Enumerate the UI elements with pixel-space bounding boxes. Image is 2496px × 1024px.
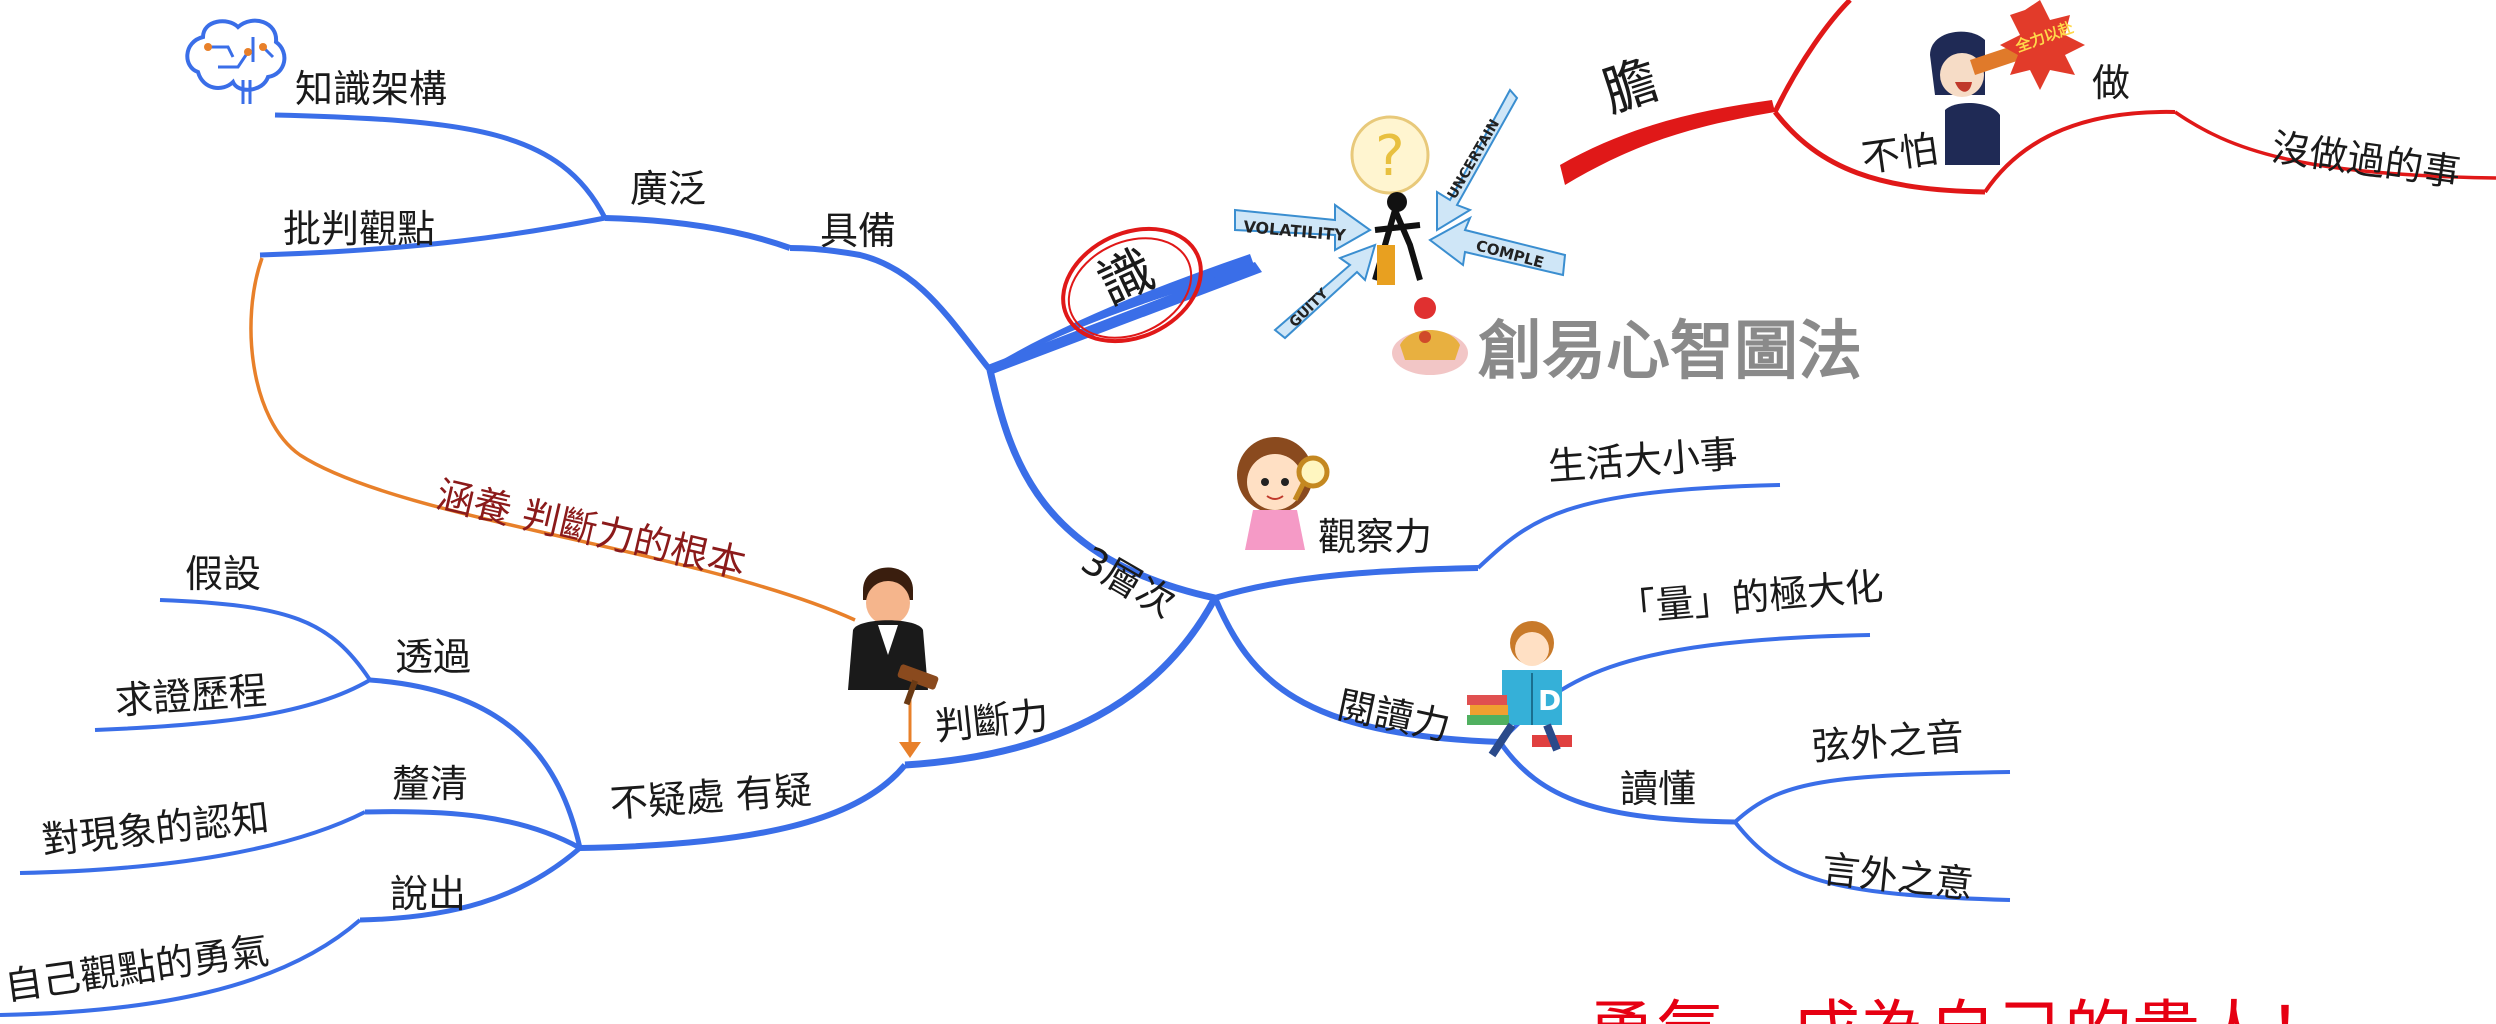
red-branch-up <box>1772 0 1852 114</box>
branch-yuedu <box>1212 596 1501 745</box>
boy-reading-icon: D <box>1467 621 1572 758</box>
red-branch-zuo <box>1983 109 2176 194</box>
node-pipan: 批判觀點 <box>283 207 436 251</box>
svg-text:GUITY: GUITY <box>1287 285 1333 331</box>
watermark-text: 創易心智圖法 <box>1478 315 1862 389</box>
node-liqing: 釐清 <box>392 762 469 806</box>
red-branch-bupa <box>1773 110 1986 195</box>
watermark-logo-icon <box>1392 330 1468 375</box>
branch-buyi <box>579 763 908 851</box>
node-guancha: 觀察力 <box>1318 515 1433 559</box>
node-jiashe: 假設 <box>185 552 262 596</box>
screaming-person-icon: 全力以赴 <box>1930 0 2085 165</box>
branch-shuochu <box>359 846 582 923</box>
branch-pipan <box>259 215 606 258</box>
branch-yongqi <box>0 918 362 1017</box>
node-guangfan: 廣泛 <box>630 167 707 211</box>
branch-guancha <box>1214 565 1479 601</box>
branch-guangfan <box>604 215 792 251</box>
branch-liqing <box>364 809 582 851</box>
shi-red-circle-2 <box>1067 237 1193 339</box>
node-panduan: 判斷力 <box>932 693 1051 749</box>
node-shuochu: 說出 <box>390 872 467 916</box>
branch-touguo <box>369 677 583 849</box>
node-zuo: 做 <box>2092 61 2131 105</box>
orange-arrow-head <box>899 742 921 758</box>
branch-dudong <box>1497 740 1736 825</box>
node-bupa: 不怕 <box>1858 126 1941 181</box>
red-branch-meizuo <box>2174 110 2496 180</box>
orange-link <box>249 257 856 622</box>
bottom-slogan: 勇氣，成為自己的貴人！ <box>1588 1000 2336 1024</box>
question-mark-icon: ? <box>1375 124 1405 189</box>
brain-circuit-icon <box>185 18 287 104</box>
branch-zhishi <box>274 112 608 220</box>
main-branch-shi <box>990 254 1255 372</box>
node-qiuzheng: 求證歷程 <box>113 668 269 723</box>
judge-gavel-icon <box>848 567 939 705</box>
branch-cengci <box>986 369 1216 602</box>
branch-shenghuo <box>1476 483 1781 570</box>
branch-qiuzheng <box>94 678 372 732</box>
girl-magnifier-icon <box>1237 437 1330 550</box>
svg-text:D: D <box>1538 684 1561 717</box>
branch-xianwai <box>1733 770 2011 824</box>
node-zhishi: 知識架構 <box>295 67 448 111</box>
node-dudong: 讀懂 <box>1620 767 1697 811</box>
branch-jiashe <box>159 598 372 682</box>
main-branch-shi-fill <box>985 262 1262 375</box>
branch-duixian <box>19 810 366 875</box>
node-touguo: 透過 <box>395 635 472 679</box>
node-jubei: 具備 <box>820 209 897 253</box>
branch-jubei <box>789 245 993 372</box>
branch-yanwai <box>1733 820 2011 902</box>
red-main-branch <box>1560 100 1775 185</box>
vuca-illustration: ? VOLATILITY UNCERTAIN COMPLE GUITY <box>1234 88 1567 340</box>
svg-text:UNCERTAIN: UNCERTAIN <box>1445 117 1504 202</box>
shi-red-circle <box>1061 226 1203 344</box>
branch-panduan <box>904 596 1219 769</box>
node-xianwai: 弦外之音 <box>1810 714 1966 769</box>
